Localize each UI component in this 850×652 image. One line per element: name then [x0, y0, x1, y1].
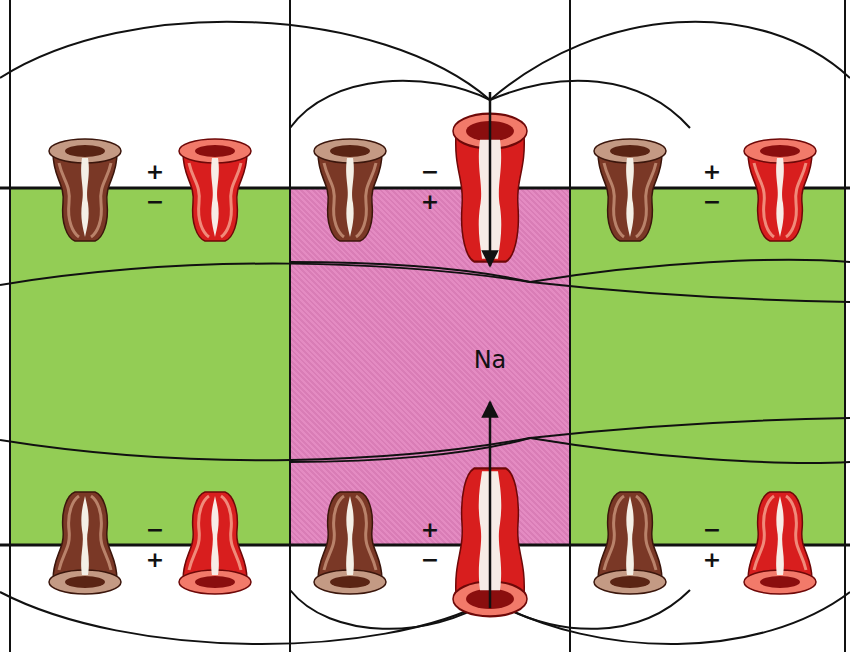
current-loop	[530, 282, 850, 302]
sodium-channel	[179, 139, 251, 241]
charge-sign: −	[146, 519, 164, 541]
membranes	[0, 188, 850, 545]
ion-flow-arrows	[489, 92, 492, 608]
sodium-channel	[744, 492, 816, 594]
charge-sign: −	[703, 519, 721, 541]
current-loop	[530, 438, 850, 463]
potassium-channel	[594, 492, 666, 594]
ion-flow-arrow	[489, 92, 492, 266]
current-loop	[530, 418, 850, 438]
charge-sign: +	[703, 161, 721, 183]
charge-sign: +	[421, 519, 439, 541]
charge-sign: −	[421, 549, 439, 571]
charge-sign: −	[146, 191, 164, 213]
ion-label: Na	[474, 346, 507, 374]
segment-border	[569, 0, 571, 652]
charge-sign: +	[146, 161, 164, 183]
membrane-line	[0, 187, 850, 190]
current-loops	[0, 22, 850, 644]
current-loop	[0, 264, 530, 285]
potassium-channel	[49, 139, 121, 241]
membrane-line	[0, 544, 850, 547]
current-loop	[530, 260, 850, 282]
sodium-channel	[744, 139, 816, 241]
potassium-channel	[49, 492, 121, 594]
sodium-influx-zone: Na	[290, 188, 570, 545]
axon-interior	[10, 188, 845, 545]
segment-border	[289, 0, 291, 652]
potassium-channel	[594, 139, 666, 241]
potassium-channel	[314, 492, 386, 594]
current-loop	[0, 592, 490, 644]
current-loop	[290, 262, 530, 282]
sodium-channel	[179, 492, 251, 594]
current-loop	[290, 438, 530, 462]
charge-sign: +	[703, 549, 721, 571]
charge-sign: +	[146, 549, 164, 571]
potassium-channel	[314, 139, 386, 241]
ion-flow-arrow	[489, 402, 492, 608]
current-loop	[490, 592, 850, 644]
current-loop	[0, 438, 530, 460]
segment-border	[9, 0, 11, 652]
charge-sign: −	[703, 191, 721, 213]
segment-border	[844, 0, 846, 652]
charge-sign: −	[421, 161, 439, 183]
current-loop	[490, 22, 850, 100]
channels	[49, 114, 816, 617]
segment-borders	[10, 0, 845, 652]
charge-sign: +	[421, 191, 439, 213]
current-loop	[0, 22, 490, 100]
